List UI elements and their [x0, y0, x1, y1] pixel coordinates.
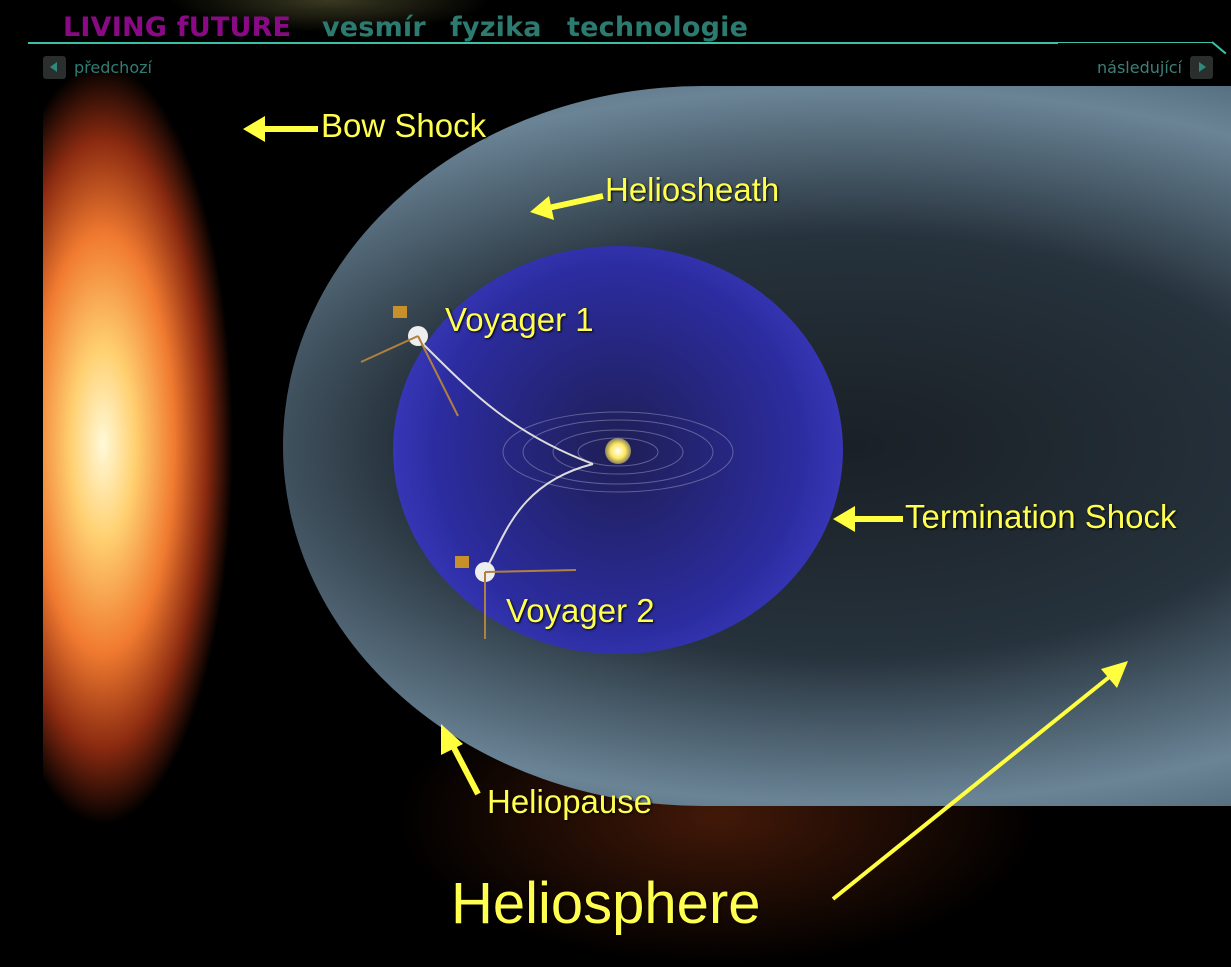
chevron-left-icon	[43, 56, 66, 79]
site-header	[0, 0, 1231, 44]
planet-orbits	[502, 411, 734, 493]
voyager2-trajectory	[482, 463, 594, 575]
label-heliosheath: Heliosheath	[605, 171, 780, 208]
label-termination-shock: Termination Shock	[905, 498, 1177, 535]
label-voyager2: Voyager 2	[506, 592, 655, 629]
label-bow-shock: Bow Shock	[321, 107, 487, 144]
label-voyager1: Voyager 1	[445, 301, 594, 338]
label-heliopause: Heliopause	[487, 783, 653, 820]
next-button[interactable]: následující	[1097, 56, 1213, 79]
header-divider-right	[1058, 42, 1213, 43]
label-arrows	[243, 116, 1128, 901]
header-divider	[28, 42, 1058, 44]
nav-vesmir[interactable]: vesmír	[322, 12, 426, 43]
brand-logo-link[interactable]: LIVING fUTURE	[63, 12, 292, 43]
next-label: následující	[1097, 58, 1182, 77]
voyager1-spacecraft	[360, 306, 459, 417]
previous-button[interactable]: předchozí	[43, 56, 152, 79]
voyager2-spacecraft	[455, 556, 577, 639]
chevron-right-icon	[1190, 56, 1213, 79]
heliosphere-diagram-image: Bow Shock Heliosheath Voyager 1 Voyager …	[43, 44, 1231, 967]
previous-label: předchozí	[74, 58, 152, 77]
label-heliosphere: Heliosphere	[451, 871, 761, 936]
sun	[605, 438, 631, 464]
nav-technologie[interactable]: technologie	[567, 12, 749, 43]
nav-fyzika[interactable]: fyzika	[450, 12, 542, 43]
diagram-overlay	[243, 116, 1128, 901]
voyager1-trajectory	[422, 343, 594, 465]
